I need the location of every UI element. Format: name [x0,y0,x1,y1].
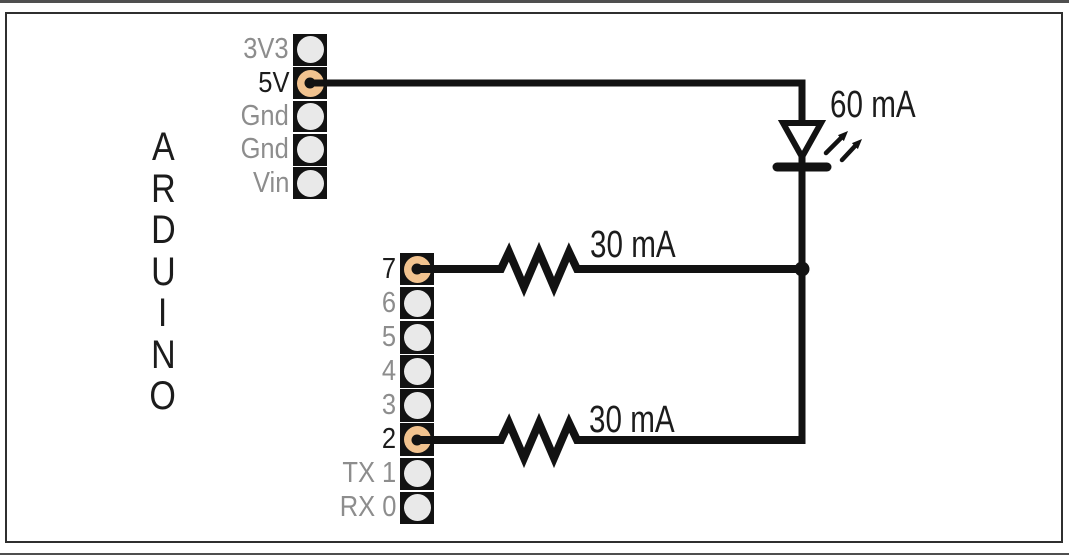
pin-hole-icon [403,460,431,488]
pin-hole-icon [296,36,324,64]
arduino-letter: I [158,291,168,335]
pin-row-3: 3 [330,389,434,423]
pin-label: RX 0 [339,491,396,524]
pin-label: 4 [381,354,396,387]
page-edge-bottom [0,553,1069,555]
pin-row-2: 2 [330,423,434,457]
page-edge-top [0,0,1069,3]
pin-label: 7 [381,252,396,285]
pin-row-3v3: 3V3 [230,33,327,66]
pin-socket [400,252,434,286]
pin-hole-icon [403,255,431,283]
pin-row-vin: Vin [230,167,327,200]
arduino-letter: O [149,374,177,418]
pin-label: Gnd [240,99,289,132]
pin-hole-icon [403,494,431,522]
pin-label: 5V [257,66,289,99]
pin-label: TX 1 [342,457,396,490]
led-current-label: 60 mA [830,84,916,126]
arduino-letter: D [150,208,176,252]
pin-hole-icon [296,136,324,164]
pin-row-rx-0: RX 0 [330,491,434,525]
pin-socket [400,321,434,354]
pin-row-6: 6 [330,286,434,320]
pin-socket [400,389,434,422]
pin-socket [293,167,327,200]
pin-socket [400,286,434,320]
arduino-letter: R [150,166,176,211]
pin-label: Gnd [240,133,289,166]
resistor-top-current-label: 30 mA [590,224,676,266]
pin-hole-icon [403,392,431,420]
resistor-bottom-current-label: 30 mA [589,399,675,441]
pin-hole-icon [403,357,431,385]
pin-label: 3 [381,389,396,422]
pin-socket [293,100,327,133]
pin-socket [400,457,434,491]
pin-row-gnd: Gnd [230,100,327,133]
pin-socket [293,133,327,166]
pin-socket [293,67,327,99]
arduino-letter: U [150,249,176,294]
pin-label: 3V3 [243,33,289,66]
pin-row-7: 7 [330,252,434,286]
pin-row-5: 5 [330,320,434,354]
pin-socket [400,355,434,388]
pin-hole-icon [403,426,431,454]
pin-label: Vin [252,166,289,199]
pin-hole-icon [296,102,324,130]
pin-row-gnd: Gnd [230,133,327,166]
pin-row-tx-1: TX 1 [330,457,434,491]
pin-label: 6 [381,286,396,319]
arduino-letter: N [150,332,176,377]
pin-label: 5 [381,320,396,353]
pin-hole-icon [296,69,324,97]
pin-socket [293,33,327,66]
pin-label: 2 [381,423,396,456]
pin-hole-icon [296,169,324,197]
pin-socket [400,423,434,456]
pin-row-5v: 5V [230,66,327,99]
arduino-letter: A [151,125,175,169]
pin-hole-icon [403,323,431,351]
pin-hole-icon [403,289,431,317]
pin-row-4: 4 [330,354,434,388]
figure-border [5,12,1063,543]
pin-socket [400,491,434,525]
